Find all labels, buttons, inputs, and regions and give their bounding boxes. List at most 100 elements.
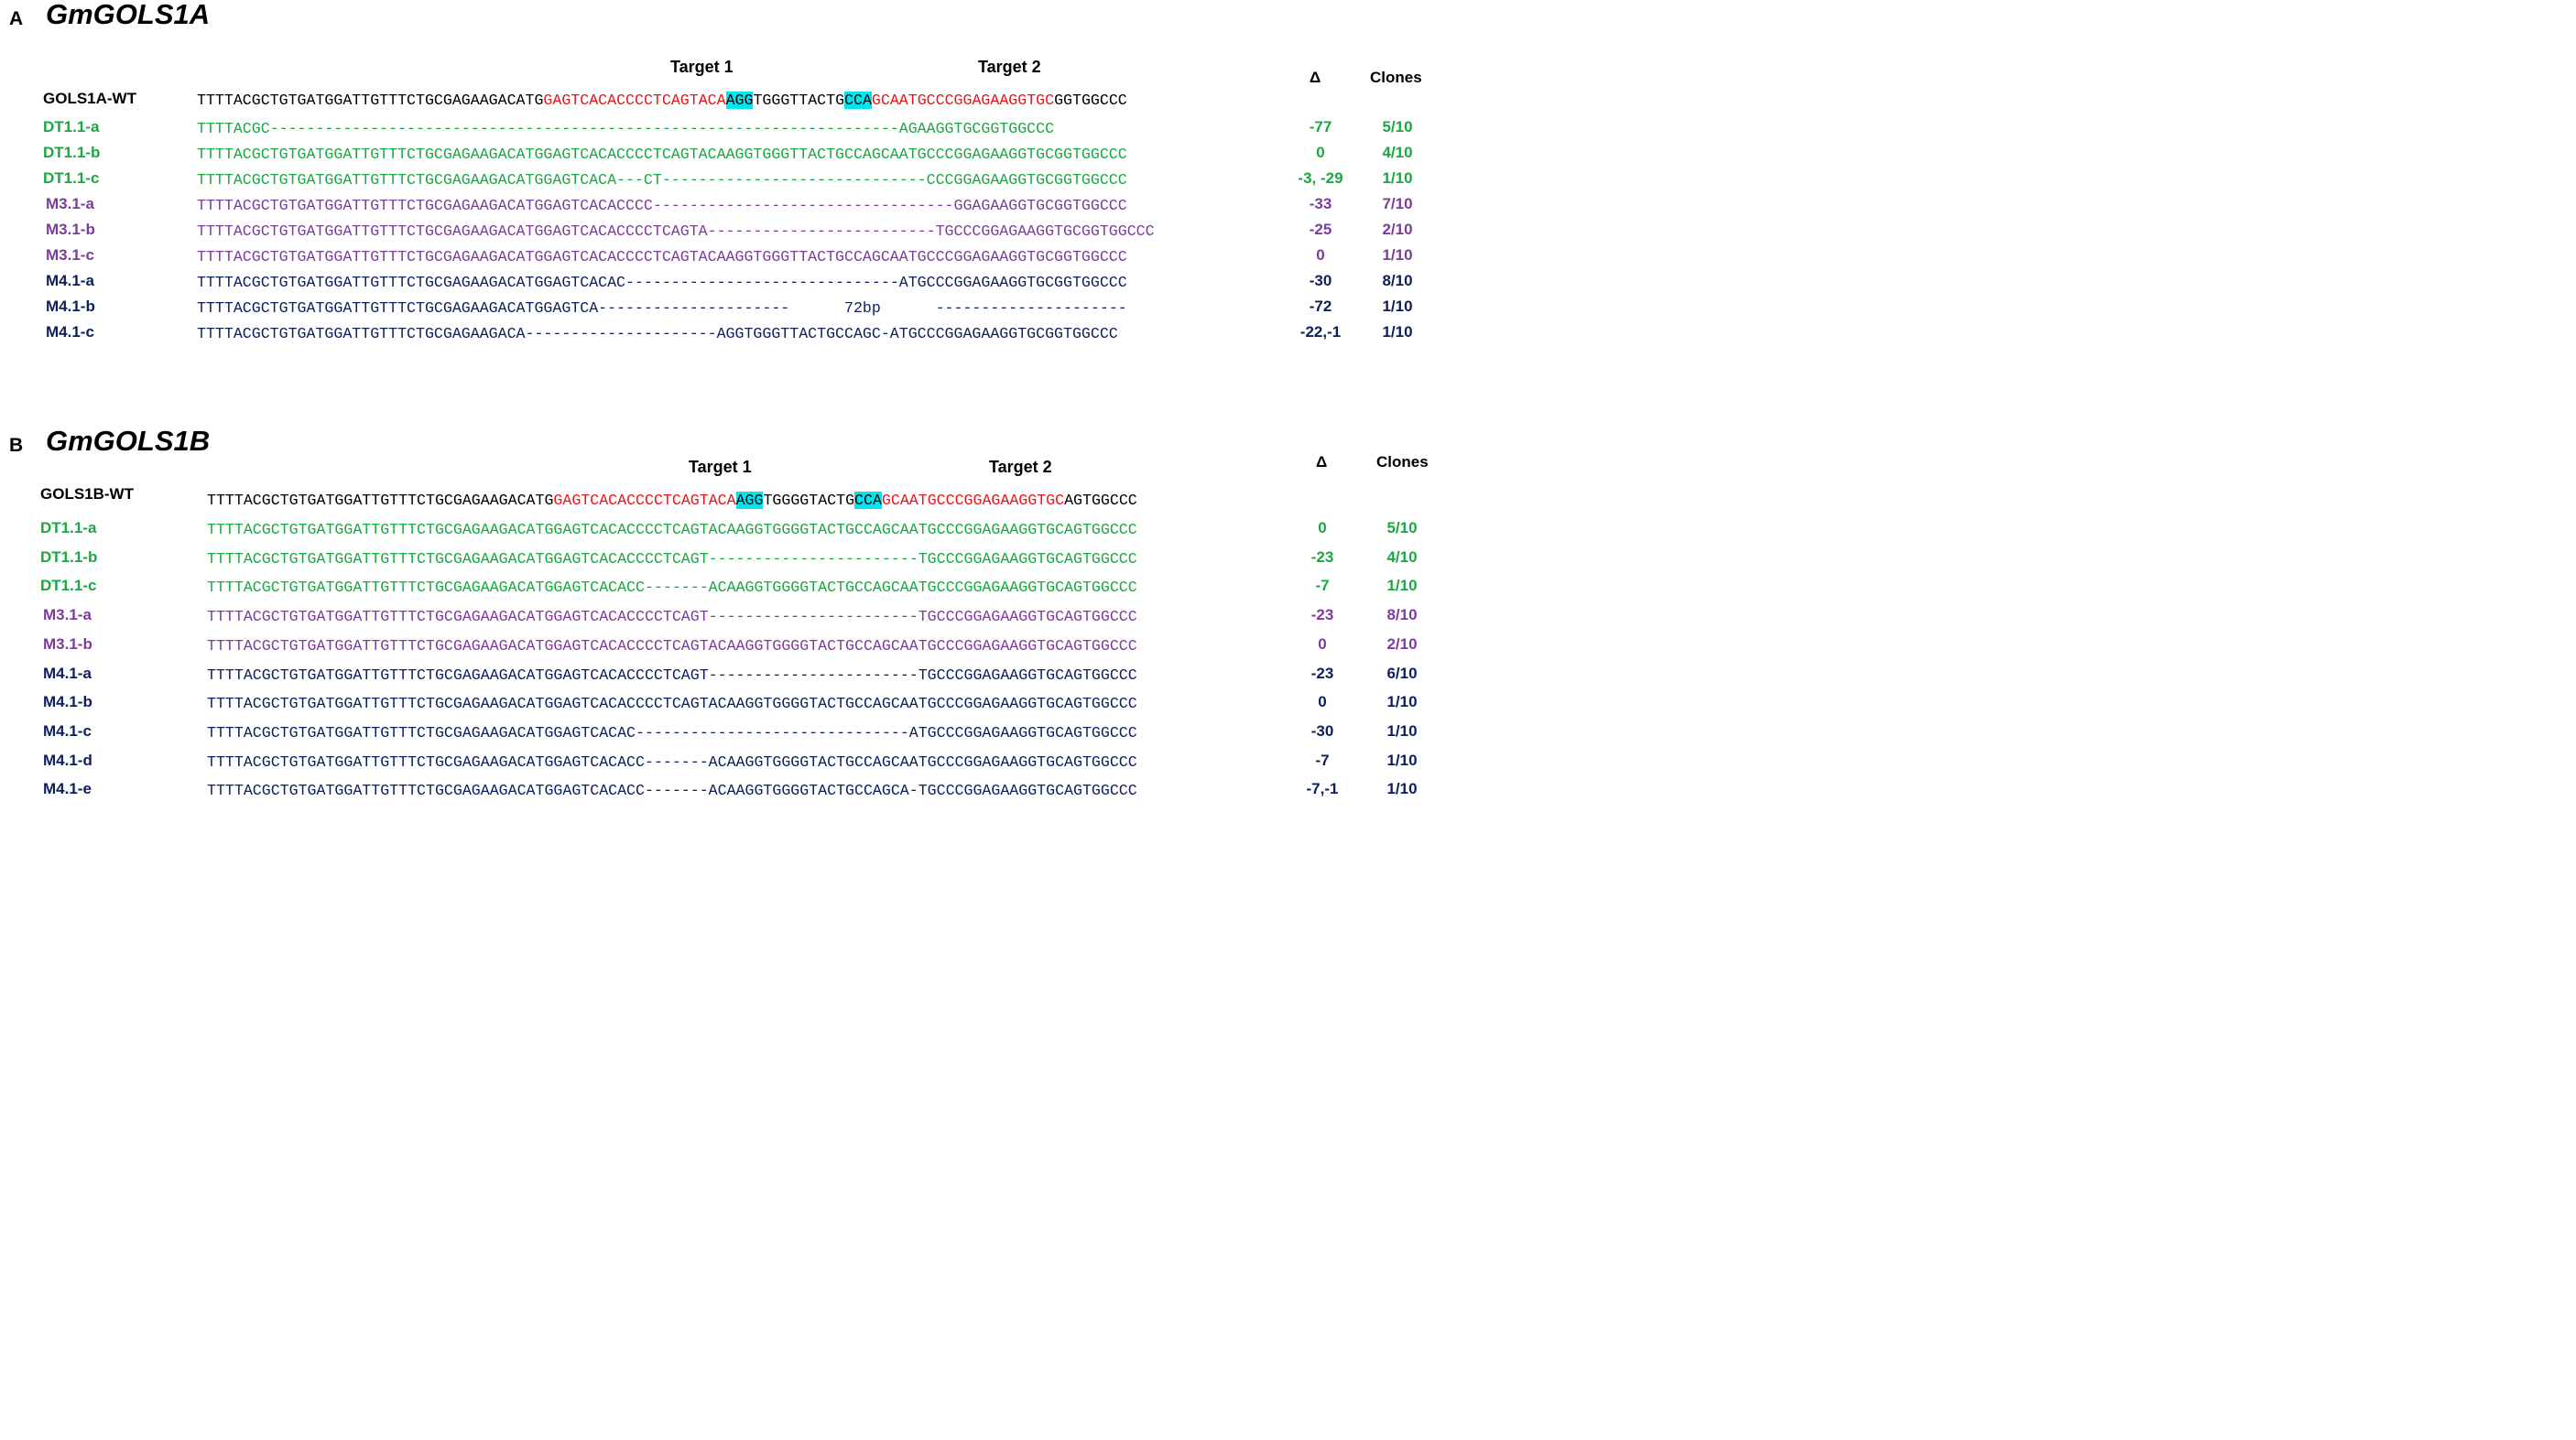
row-sequence: TTTTACGCTGTGATGGATTGTTTCTGCGAGAAGACATGGA… bbox=[207, 666, 1137, 684]
row-delta: -33 bbox=[1309, 195, 1332, 212]
row-delta: 0 bbox=[1318, 634, 1327, 653]
panel-a: A GmGOLS1A Target 1 Target 2 Δ Clones GO… bbox=[0, 0, 1436, 366]
row-label: M4.1-a bbox=[46, 272, 94, 289]
pam-1: AGG bbox=[725, 92, 754, 109]
wt-row: GOLS1B-WT TTTTACGCTGTGATGGATTGTTTCTGCGAG… bbox=[0, 485, 1436, 509]
sequence-row: M3.1-a TTTTACGCTGTGATGGATTGTTTCTGCGAGAAGA… bbox=[0, 193, 1436, 217]
row-label: M4.1-c bbox=[46, 323, 94, 341]
row-clones: 2/10 bbox=[1386, 634, 1418, 653]
row-label: M3.1-b bbox=[46, 221, 95, 238]
row-sequence: TTTTACGCTGTGATGGATTGTTTCTGCGAGAAGACATGGA… bbox=[197, 146, 1127, 163]
row-clones: 8/10 bbox=[1386, 606, 1418, 624]
row-sequence: TTTTACGCTGTGATGGATTGTTTCTGCGAGAAGACATGGA… bbox=[197, 274, 1127, 291]
row-sequence: TTTTACGCTGTGATGGATTGTTTCTGCGAGAAGACATGGA… bbox=[207, 782, 1137, 800]
delta-header: Δ bbox=[1316, 453, 1328, 471]
gene-title: GmGOLS1B bbox=[46, 425, 211, 457]
pam-1: AGG bbox=[735, 492, 764, 509]
row-clones: 8/10 bbox=[1382, 272, 1413, 289]
row-delta: -3, -29 bbox=[1298, 169, 1343, 187]
clones-header: Clones bbox=[1370, 69, 1422, 86]
wt-seq-post: AGTGGCCC bbox=[1064, 492, 1137, 509]
sequence-row: M3.1-c TTTTACGCTGTGATGGATTGTTTCTGCGAGAAGA… bbox=[0, 244, 1436, 268]
sequence-row: DT1.1-c TTTTACGCTGTGATGGATTGTTTCTGCGAGAAG… bbox=[0, 575, 1436, 599]
wt-label: GOLS1B-WT bbox=[40, 485, 134, 503]
row-delta: -30 bbox=[1309, 272, 1332, 289]
row-label: DT1.1-c bbox=[43, 169, 100, 187]
target-1-sequence: GAGTCACACCCCTCAGTACA bbox=[553, 492, 736, 509]
row-label: M3.1-a bbox=[43, 606, 92, 624]
row-label: DT1.1-b bbox=[40, 547, 98, 566]
row-label: M3.1-a bbox=[46, 195, 94, 212]
row-label: M3.1-b bbox=[43, 634, 92, 653]
sequence-row: DT1.1-c TTTTACGCTGTGATGGATTGTTTCTGCGAGAAG… bbox=[0, 168, 1436, 191]
clones-header: Clones bbox=[1376, 453, 1429, 471]
row-clones: 6/10 bbox=[1386, 664, 1418, 682]
row-clones: 1/10 bbox=[1382, 169, 1413, 187]
row-sequence: TTTTACGC--------------------------------… bbox=[197, 120, 1055, 137]
row-clones: 1/10 bbox=[1386, 751, 1418, 769]
row-delta: -72 bbox=[1309, 298, 1332, 315]
pam-2: CCA bbox=[854, 492, 882, 509]
row-delta: -30 bbox=[1310, 721, 1334, 740]
panel-letter: B bbox=[9, 435, 24, 456]
gene-title: GmGOLS1A bbox=[46, 0, 211, 30]
row-delta: -7 bbox=[1315, 751, 1330, 769]
row-clones: 1/10 bbox=[1386, 577, 1418, 595]
row-label: M4.1-a bbox=[43, 664, 92, 682]
row-sequence: TTTTACGCTGTGATGGATTGTTTCTGCGAGAAGACATGGA… bbox=[197, 248, 1127, 265]
row-delta: 0 bbox=[1316, 144, 1325, 161]
row-delta: -7 bbox=[1315, 577, 1330, 595]
target-1-sequence: GAGTCACACCCCTCAGTACA bbox=[543, 92, 726, 109]
sequence-row: M3.1-b TTTTACGCTGTGATGGATTGTTTCTGCGAGAAGA… bbox=[0, 219, 1436, 243]
sequence-row: DT1.1-b TTTTACGCTGTGATGGATTGTTTCTGCGAGAAG… bbox=[0, 547, 1436, 570]
row-clones: 5/10 bbox=[1386, 519, 1418, 536]
row-sequence: TTTTACGCTGTGATGGATTGTTTCTGCGAGAAGACATGGA… bbox=[207, 521, 1137, 538]
row-sequence: TTTTACGCTGTGATGGATTGTTTCTGCGAGAAGACATGGA… bbox=[197, 299, 1127, 317]
row-sequence: TTTTACGCTGTGATGGATTGTTTCTGCGAGAAGACA----… bbox=[197, 325, 1118, 342]
row-delta: -7,-1 bbox=[1306, 780, 1339, 798]
row-clones: 1/10 bbox=[1386, 693, 1418, 711]
row-label: M4.1-c bbox=[43, 721, 92, 740]
delta-header: Δ bbox=[1310, 69, 1321, 86]
target-2-label: Target 2 bbox=[989, 458, 1052, 476]
wt-sequence: TTTTACGCTGTGATGGATTGTTTCTGCGAGAAGACATGGA… bbox=[197, 92, 1127, 109]
wt-seq-post: GGTGGCCC bbox=[1054, 92, 1127, 109]
row-label: DT1.1-b bbox=[43, 144, 101, 161]
row-delta: 0 bbox=[1318, 693, 1327, 711]
row-sequence: TTTTACGCTGTGATGGATTGTTTCTGCGAGAAGACATGGA… bbox=[207, 579, 1137, 597]
row-delta: -23 bbox=[1310, 664, 1334, 682]
row-sequence: TTTTACGCTGTGATGGATTGTTTCTGCGAGAAGACATGGA… bbox=[207, 608, 1137, 626]
wt-label: GOLS1A-WT bbox=[43, 90, 136, 107]
sequence-row: M3.1-b TTTTACGCTGTGATGGATTGTTTCTGCGAGAAGA… bbox=[0, 633, 1436, 657]
row-sequence: TTTTACGCTGTGATGGATTGTTTCTGCGAGAAGACATGGA… bbox=[197, 222, 1155, 240]
row-sequence: TTTTACGCTGTGATGGATTGTTTCTGCGAGAAGACATGGA… bbox=[207, 752, 1137, 771]
row-label: DT1.1-c bbox=[40, 577, 97, 595]
panel-letter: A bbox=[9, 8, 24, 29]
row-clones: 4/10 bbox=[1386, 547, 1418, 566]
target-2-sequence: GCAATGCCCGGAGAAGGTGC bbox=[881, 492, 1065, 509]
row-sequence: TTTTACGCTGTGATGGATTGTTTCTGCGAGAAGACATGGA… bbox=[207, 549, 1137, 568]
panel-b: B GmGOLS1B Target 1 Target 2 Δ Clones GO… bbox=[0, 421, 1436, 801]
wt-seq-pre: TTTTACGCTGTGATGGATTGTTTCTGCGAGAAGACATG bbox=[207, 492, 554, 509]
row-sequence: TTTTACGCTGTGATGGATTGTTTCTGCGAGAAGACATGGA… bbox=[197, 171, 1127, 189]
wt-row: GOLS1A-WT TTTTACGCTGTGATGGATTGTTTCTGCGAG… bbox=[0, 89, 1436, 113]
row-delta: 0 bbox=[1318, 519, 1327, 536]
row-clones: 7/10 bbox=[1382, 195, 1413, 212]
row-sequence: TTTTACGCTGTGATGGATTGTTTCTGCGAGAAGACATGGA… bbox=[207, 636, 1137, 655]
wt-seq-mid: TGGGTTACTG bbox=[753, 92, 845, 109]
target-1-label: Target 1 bbox=[689, 458, 752, 476]
row-label: DT1.1-a bbox=[40, 519, 97, 536]
row-delta: -77 bbox=[1309, 118, 1332, 135]
target-1-label: Target 1 bbox=[670, 58, 734, 76]
row-clones: 1/10 bbox=[1386, 721, 1418, 740]
row-clones: 4/10 bbox=[1382, 144, 1413, 161]
row-label: M3.1-c bbox=[46, 246, 94, 264]
row-sequence: TTTTACGCTGTGATGGATTGTTTCTGCGAGAAGACATGGA… bbox=[197, 197, 1127, 214]
row-clones: 1/10 bbox=[1386, 780, 1418, 798]
sequence-row: M4.1-a TTTTACGCTGTGATGGATTGTTTCTGCGAGAAGA… bbox=[0, 663, 1436, 687]
sequence-row: M3.1-a TTTTACGCTGTGATGGATTGTTTCTGCGAGAAGA… bbox=[0, 604, 1436, 628]
